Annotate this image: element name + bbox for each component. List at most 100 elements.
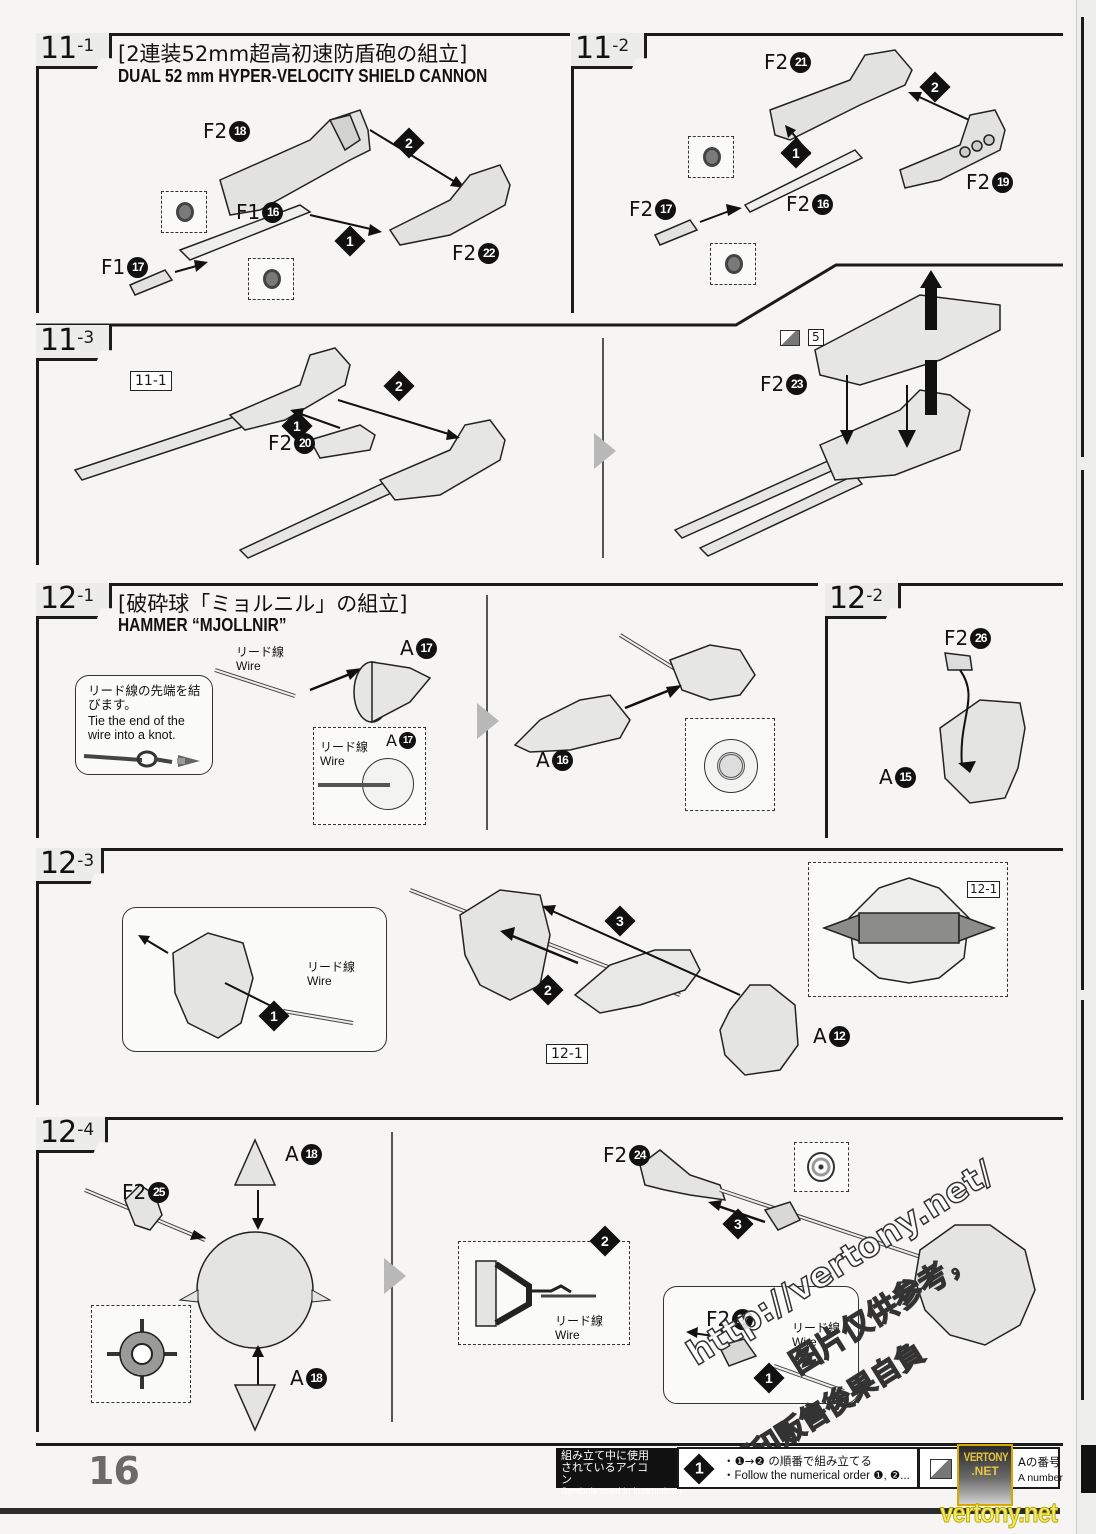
order-desc-jp: ・❶→❷ の順番で組み立てる bbox=[723, 1454, 872, 1468]
part-number-badge: 22 bbox=[478, 242, 500, 264]
detail-box-f1-17-end bbox=[161, 191, 207, 233]
step-number: 12 bbox=[40, 846, 77, 881]
housing-upper-shape bbox=[228, 347, 351, 431]
order-number: 3 bbox=[616, 912, 624, 929]
part-f2-23-shape bbox=[814, 294, 1001, 386]
next-step-arrow-icon bbox=[594, 433, 616, 469]
part-a16-shape bbox=[513, 694, 631, 753]
wire-label: リード線 Wire bbox=[792, 1321, 840, 1349]
part-a15-shape bbox=[939, 699, 1026, 804]
part-number-badge: 17 bbox=[127, 256, 149, 278]
runner-id: A bbox=[813, 1024, 827, 1048]
part-number-badge: 24 bbox=[629, 1144, 651, 1166]
runner-id: F2 bbox=[203, 119, 228, 143]
order-number: 2 bbox=[601, 1232, 609, 1249]
wire-label-jp: リード線 bbox=[236, 645, 285, 659]
wire-label-jp: リード線 bbox=[792, 1321, 841, 1335]
frame-top-12-1 bbox=[36, 583, 818, 586]
housing-lower-shape bbox=[378, 419, 506, 501]
runner-id: F2 bbox=[268, 431, 293, 455]
step-subnumber: -2 bbox=[866, 586, 884, 606]
wire-and-a17-12-1 bbox=[214, 661, 432, 724]
a15-assembly-12-2 bbox=[939, 652, 1026, 804]
part-number-badge: 27 bbox=[732, 1308, 754, 1330]
cannon-assembly-11-3-right bbox=[673, 270, 1001, 557]
part-number-badge: 17 bbox=[655, 198, 677, 220]
handle-wire-assembly-12-4 bbox=[639, 1149, 1036, 1346]
runner-id: F2 bbox=[706, 1307, 731, 1331]
step-tag-12-1: 12 -1 bbox=[36, 583, 112, 619]
order-number: 2 bbox=[395, 377, 403, 394]
runner-id: F2 bbox=[603, 1143, 628, 1167]
step-subnumber: -4 bbox=[77, 1120, 95, 1140]
part-f2-26-shape bbox=[944, 652, 973, 671]
runner-id: A bbox=[386, 731, 397, 750]
part-number-badge: 23 bbox=[786, 373, 808, 395]
frame-top-12-3 bbox=[36, 848, 1063, 851]
legend-order-box: 1 ・❶→❷ の順番で組み立てる ・Follow the numerical o… bbox=[677, 1447, 919, 1489]
part-number-badge: 15 bbox=[894, 766, 916, 788]
step-tag-12-4: 12 -4 bbox=[36, 1117, 108, 1153]
reference-tag: 12-1 bbox=[967, 881, 1001, 898]
frame-left-11-1 bbox=[36, 33, 39, 313]
runner-id: F2 bbox=[122, 1180, 147, 1204]
step-number: 11 bbox=[575, 31, 612, 66]
wire-label: リード線 Wire bbox=[236, 645, 284, 673]
detail-ring-icon bbox=[176, 202, 194, 222]
ball-spiked-shape bbox=[914, 1224, 1036, 1346]
order-icon: 1 bbox=[683, 1453, 715, 1485]
wire-label-jp: リード線 bbox=[320, 740, 369, 754]
knot-note-callout: リード線の先端を結びます。 Tie the end of the wire in… bbox=[75, 675, 213, 775]
runner-id: A bbox=[400, 636, 414, 660]
next-page-edge bbox=[1076, 0, 1096, 1534]
order-number: 2 bbox=[931, 78, 939, 95]
step-title-jp-11-1: [2連装52mm超高初速防盾砲の組立] bbox=[118, 42, 468, 66]
runner-id: F2 bbox=[944, 626, 969, 650]
reference-tag: 11-1 bbox=[130, 371, 172, 391]
part-number-badge: 21 bbox=[790, 51, 812, 73]
handle-wire-icon bbox=[475, 1260, 596, 1327]
step-number: 11 bbox=[40, 323, 77, 358]
step-number: 12 bbox=[40, 581, 77, 616]
detail-box-f1-16-end bbox=[248, 258, 294, 300]
barrel-upper-shape bbox=[73, 414, 250, 481]
order-number: 1 bbox=[694, 1460, 704, 1477]
part-number-badge: 18 bbox=[305, 1367, 327, 1389]
half-shell-wire-icon bbox=[138, 932, 354, 1039]
runner-id: A bbox=[536, 748, 550, 772]
part-f2-18-shape bbox=[219, 109, 371, 216]
wire-label-en: Wire bbox=[792, 1335, 817, 1349]
watermark-site: vertony.net bbox=[940, 1497, 1059, 1529]
f2-25-end-view-icon bbox=[107, 1319, 177, 1389]
detail-box-f2-24-end bbox=[794, 1142, 849, 1192]
reference-tag: 12-1 bbox=[546, 1044, 588, 1064]
runner-id: F2 bbox=[786, 192, 811, 216]
wire-label: リード線 Wire bbox=[555, 1314, 603, 1342]
wire-thread-callout: リード線 Wire 1 bbox=[122, 907, 387, 1052]
part-f2-16-shape bbox=[743, 149, 864, 213]
logo-text-bottom: .NET bbox=[971, 1464, 999, 1478]
part-a17-shape bbox=[353, 661, 432, 724]
part-f2-20-shape bbox=[308, 424, 376, 459]
frame-top-12-2 bbox=[825, 583, 1063, 586]
page-number: 16 bbox=[88, 1449, 140, 1493]
part-number-badge: 25 bbox=[148, 1181, 170, 1203]
target-ring-icon bbox=[807, 1152, 835, 1182]
step-number: 12 bbox=[40, 1115, 77, 1150]
step-title-en-11-1: DUAL 52 mm HYPER-VELOCITY SHIELD CANNON bbox=[118, 66, 488, 86]
runner-id: A bbox=[879, 765, 893, 789]
